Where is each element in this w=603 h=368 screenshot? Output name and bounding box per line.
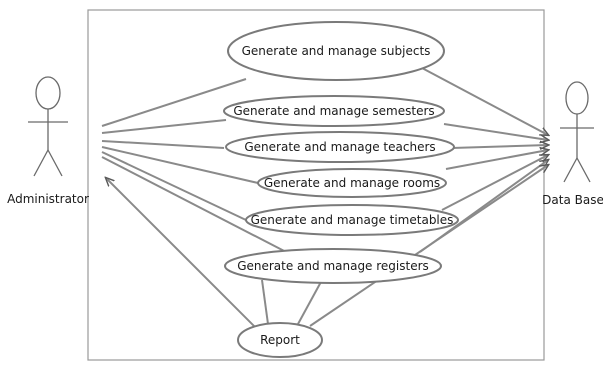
use-case-teachers-label: Generate and manage teachers <box>244 140 435 154</box>
use-case-timetables-ellipse <box>245 204 459 236</box>
use-case-semesters-ellipse <box>223 95 445 127</box>
use-case-registers-ellipse <box>224 248 442 284</box>
use-case-registers-label: Generate and manage registers <box>237 259 429 273</box>
database-figure-icon <box>560 81 594 183</box>
assoc-admin-rooms <box>101 146 259 184</box>
assoc-subjects-db <box>421 67 548 135</box>
assoc-teachers-db <box>451 145 548 148</box>
use-case-subjects-ellipse <box>227 21 445 81</box>
use-case-semesters[interactable]: Generate and manage semesters <box>223 95 445 127</box>
use-case-rooms[interactable]: Generate and manage rooms <box>257 168 447 198</box>
assoc-admin-teachers <box>101 140 225 149</box>
assoc-admin-semesters <box>101 119 227 134</box>
use-case-timetables-label: Generate and manage timetables <box>251 213 454 227</box>
link-registers-report-b <box>297 279 323 325</box>
registers-report-links <box>261 279 323 325</box>
assoc-report-db <box>309 165 548 327</box>
assoc-report-to-admin <box>106 178 257 329</box>
system-boundary <box>87 9 545 361</box>
assoc-admin-registers <box>101 156 291 255</box>
use-case-teachers[interactable]: Generate and manage teachers <box>225 131 455 163</box>
use-case-report-label: Report <box>260 333 300 347</box>
use-case-report-ellipse <box>237 322 323 358</box>
actor-database[interactable]: Data Base <box>542 81 603 207</box>
use-case-registers[interactable]: Generate and manage registers <box>224 248 442 284</box>
use-case-teachers-ellipse <box>225 131 455 163</box>
assoc-rooms-db <box>445 150 548 170</box>
link-registers-report-a <box>261 279 269 325</box>
assoc-admin-timetables <box>101 151 247 221</box>
administrator-associations <box>101 78 291 329</box>
assoc-admin-subjects <box>101 78 247 127</box>
administrator-label: Administrator <box>7 192 89 206</box>
use-case-subjects[interactable]: Generate and manage subjects <box>227 21 445 81</box>
use-case-timetables[interactable]: Generate and manage timetables <box>245 204 459 236</box>
database-associations <box>309 67 548 327</box>
actor-administrator[interactable]: Administrator <box>7 76 89 206</box>
use-case-rooms-ellipse <box>257 168 447 198</box>
use-case-rooms-label: Generate and manage rooms <box>264 176 440 190</box>
use-case-subjects-label: Generate and manage subjects <box>242 44 431 58</box>
use-case-report[interactable]: Report <box>237 322 323 358</box>
assoc-timetables-db <box>441 155 548 211</box>
assoc-semesters-db <box>443 123 548 140</box>
use-case-semesters-label: Generate and manage semesters <box>233 104 434 118</box>
database-label: Data Base <box>542 193 603 207</box>
administrator-figure-icon <box>28 76 68 177</box>
